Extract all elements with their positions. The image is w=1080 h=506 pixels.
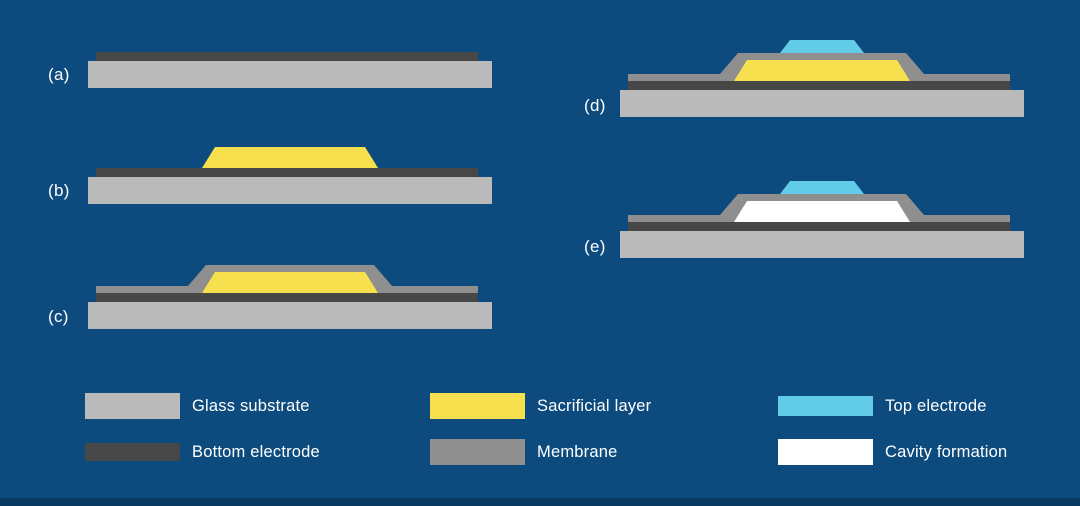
step-d-diagram: [620, 40, 1024, 117]
step-e-diagram: [620, 181, 1024, 258]
glass-substrate-swatch: [85, 393, 180, 419]
step-label-c: (c): [48, 307, 69, 326]
glass-substrate-layer: [620, 231, 1024, 258]
legend-label: Bottom electrode: [192, 442, 320, 461]
step-label-a: (a): [48, 65, 70, 84]
legend-label: Glass substrate: [192, 396, 310, 415]
sacrificial-layer: [202, 147, 378, 168]
glass-substrate-layer: [88, 302, 492, 329]
legend-item-membrane: Membrane: [430, 439, 617, 465]
step-label-e: (e): [584, 237, 606, 256]
legend-item-cavity-formation: Cavity formation: [778, 439, 1007, 465]
legend-label: Cavity formation: [885, 442, 1008, 461]
bottom-electrode-layer: [96, 293, 478, 302]
bottom-electrode-layer: [96, 52, 478, 61]
glass-substrate-layer: [88, 177, 492, 204]
legend-label: Membrane: [537, 442, 618, 461]
legend-item-top-electrode: Top electrode: [778, 393, 987, 419]
legend-item-sacrificial-layer: Sacrificial layer: [430, 393, 651, 419]
legend-label: Top electrode: [885, 396, 987, 415]
sacrificial-layer-swatch: [430, 393, 525, 419]
bottom-electrode-layer: [628, 81, 1010, 90]
glass-substrate-layer: [620, 90, 1024, 117]
sacrificial-layer: [202, 272, 378, 293]
glass-substrate-layer: [88, 61, 492, 88]
legend-item-bottom-electrode: Bottom electrode: [85, 439, 320, 465]
cavity-layer: [734, 201, 910, 222]
step-label-d: (d): [584, 96, 606, 115]
top-electrode-layer: [780, 181, 864, 194]
step-label-b: (b): [48, 181, 70, 200]
bottom-electrode-layer: [96, 168, 478, 177]
step-a-diagram: [88, 52, 492, 88]
top-electrode-layer: [780, 40, 864, 53]
membrane-swatch: [430, 439, 525, 465]
legend-label: Sacrificial layer: [537, 396, 652, 415]
bottom-electrode-layer: [628, 222, 1010, 231]
sacrificial-layer: [734, 60, 910, 81]
cavity-formation-swatch: [778, 439, 873, 465]
bottom-border-bar: [0, 498, 1080, 506]
step-c-diagram: [88, 265, 492, 329]
legend-item-glass-substrate: Glass substrate: [85, 393, 310, 419]
bottom-electrode-swatch: [85, 443, 180, 461]
top-electrode-swatch: [778, 396, 873, 416]
step-b-diagram: [88, 147, 492, 204]
